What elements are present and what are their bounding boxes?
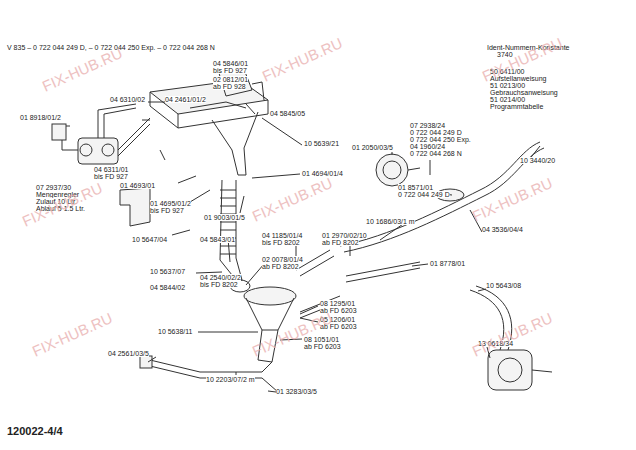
part-number: 04 6311/01 bbox=[94, 166, 129, 173]
part-number: bis FD 8202 bbox=[262, 239, 300, 246]
part-number: 0 722 044 249 D bbox=[398, 191, 450, 198]
part-number: 02 0078/01/4 bbox=[262, 256, 303, 263]
part-number: 04 1185/01/4 bbox=[262, 232, 302, 239]
part-number: 04 1960/24 bbox=[410, 143, 445, 150]
part-number: 04 5843/01 bbox=[200, 236, 235, 243]
part-number: 01 2050/03/5 bbox=[352, 144, 393, 151]
part-number: 08 1051/01 bbox=[304, 336, 339, 343]
part-number: Gebrauchsanweisung bbox=[490, 89, 558, 96]
part-number: bis FD 927 bbox=[150, 207, 184, 214]
part-number: 10 5638/11 bbox=[158, 328, 193, 335]
part-number: 10 5643/08 bbox=[486, 282, 521, 289]
part-number: 0 722 044 249 D bbox=[410, 129, 462, 136]
part-number: 04 5844/02 bbox=[150, 284, 185, 291]
part-number: 0 722 044 250 Exp. bbox=[410, 136, 471, 143]
part-number: 10 2203/07/2 m bbox=[206, 376, 255, 383]
part-number: 51 0213/00 bbox=[490, 82, 525, 89]
part-number: 01 3283/03/5 bbox=[276, 388, 317, 395]
part-number: 10 1686/03/1 m bbox=[366, 218, 415, 225]
part-number: 04 5846/01 bbox=[213, 60, 248, 67]
part-number: 01 2970/02/10 bbox=[322, 232, 367, 239]
part-number: 51 0214/00 bbox=[490, 96, 525, 103]
part-number: 02 0812/01 bbox=[213, 76, 248, 83]
part-number: 04 2561/03/5 bbox=[108, 350, 149, 357]
part-number: 01 8571/01 bbox=[398, 184, 433, 191]
part-number: 10 3440/20 bbox=[520, 157, 555, 164]
watermark: FIX-HUB.RU bbox=[40, 45, 125, 94]
sheet-number: 120022-4/4 bbox=[7, 426, 63, 437]
part-number: ab FD 8202 bbox=[262, 263, 299, 270]
part-number: 10 5637/07 bbox=[150, 268, 185, 275]
part-number: 01 4695/01/2 bbox=[150, 200, 191, 207]
part-number: 04 2461/01/2 bbox=[165, 96, 206, 103]
watermark: FIX-HUB.RU bbox=[250, 175, 335, 224]
part-number: 04 3536/04/4 bbox=[482, 226, 523, 233]
part-number: 04 6310/02 bbox=[110, 96, 145, 103]
part-number: ab FD 928 bbox=[213, 83, 246, 90]
part-number: 01 9003/01/5 bbox=[204, 214, 245, 221]
watermark: FIX-HUB.RU bbox=[30, 310, 115, 359]
part-number: ab FD 6203 bbox=[304, 343, 341, 350]
part-number: bis FD 927 bbox=[213, 67, 247, 74]
part-number: 04 5845/05 bbox=[270, 110, 305, 117]
part-number: Programmtabelle bbox=[490, 103, 543, 110]
part-number: 01 4693/01 bbox=[120, 182, 155, 189]
watermark: FIX-HUB.RU bbox=[250, 310, 335, 359]
part-number: 01 8778/01 bbox=[430, 260, 465, 267]
part-number: 07 2938/24 bbox=[410, 122, 445, 129]
part-number: 0 722 044 268 N bbox=[410, 150, 462, 157]
part-number: 04 2540/02/2 bbox=[200, 274, 241, 281]
part-number: 01 4694/01/4 bbox=[302, 170, 343, 177]
watermark: FIX-HUB.RU bbox=[470, 175, 555, 224]
part-number: 01 8918/01/2 bbox=[20, 114, 61, 121]
part-number: 10 5647/04 bbox=[132, 236, 167, 243]
part-number: bis FD 8202 bbox=[200, 281, 238, 288]
watermark: FIX-HUB.RU bbox=[260, 35, 345, 84]
part-number: bis FD 927 bbox=[94, 173, 128, 180]
part-number: ab FD 8202 bbox=[322, 239, 359, 246]
part-number: 07 2937/30 bbox=[36, 184, 71, 191]
part-number: 08 1295/01 bbox=[320, 300, 355, 307]
part-number: 10 5639/21 bbox=[304, 140, 339, 147]
